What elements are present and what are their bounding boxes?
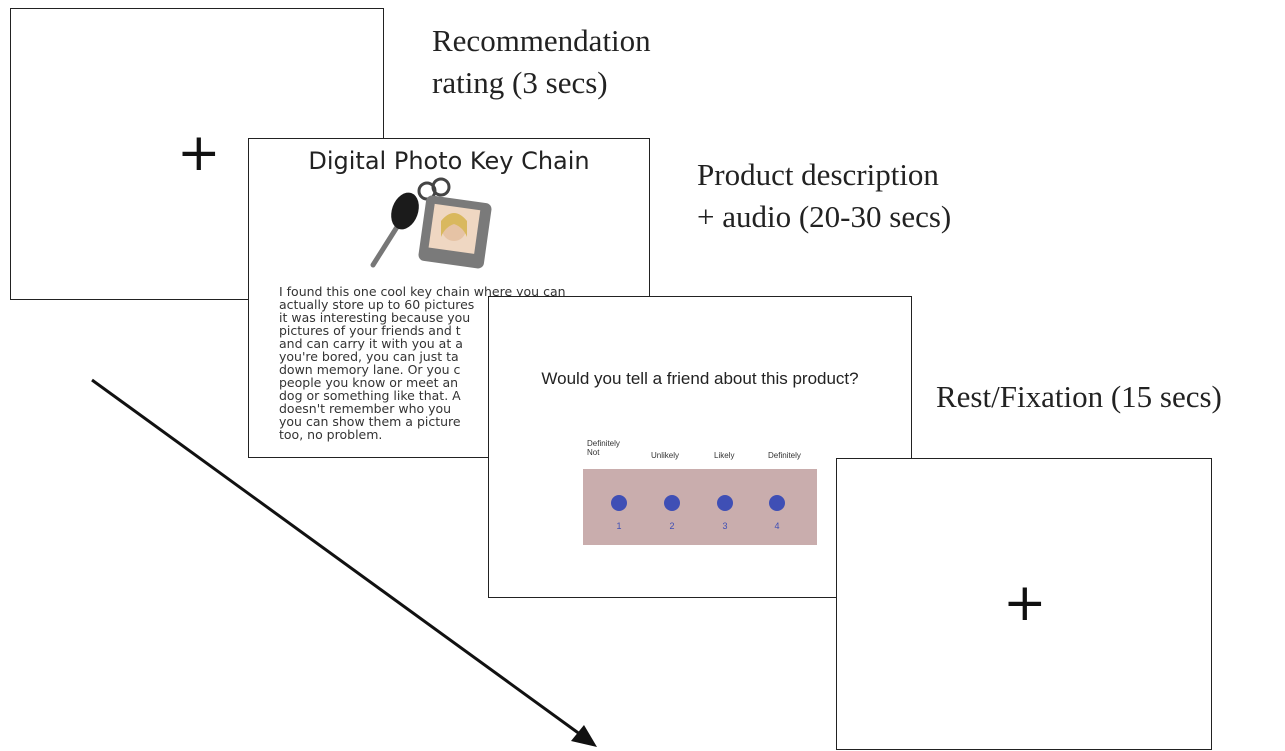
product-text-line: you can show them a picture — [279, 414, 461, 429]
caption-product-line-1: Product description — [697, 157, 939, 192]
product-text-line: it was interesting because you — [279, 310, 471, 325]
rating-scale: 1 2 3 4 — [583, 469, 817, 545]
caption-product-line-2: + audio (20-30 secs) — [697, 199, 952, 234]
caption-product: Product description + audio (20-30 secs) — [697, 154, 951, 238]
scale-label-4: Definitely — [768, 451, 801, 460]
rating-option-3[interactable] — [717, 495, 733, 511]
fixation-screen-2: + — [836, 458, 1212, 750]
rating-number-3: 3 — [722, 521, 728, 531]
product-text-line: dog or something like that. A — [279, 388, 461, 403]
rating-option-4[interactable] — [769, 495, 785, 511]
product-text-line: people you know or meet an — [279, 375, 459, 390]
caption-rest: Rest/Fixation (15 secs) — [936, 379, 1222, 414]
product-text-line: and can carry it with you at a — [279, 336, 463, 351]
fixation-cross-1: + — [177, 123, 221, 183]
rating-number-1: 1 — [616, 521, 622, 531]
product-description-text: I found this one cool key chain where yo… — [279, 285, 629, 441]
product-text-line: I found this one cool key chain where yo… — [279, 284, 566, 299]
scale-label-1: Definitely Not — [587, 439, 620, 457]
product-text-line: you're bored, you can just ta — [279, 349, 459, 364]
product-text-line: doesn't remember who you — [279, 401, 452, 416]
rating-question: Would you tell a friend about this produ… — [541, 369, 859, 388]
scale-label-3: Likely — [714, 451, 735, 460]
product-text-line: actually store up to 60 pictures — [279, 297, 475, 312]
scale-label-2: Unlikely — [651, 451, 680, 460]
caption-recommendation: Recommendation rating (3 secs) — [432, 20, 651, 104]
caption-recommendation-line-2: rating (3 secs) — [432, 65, 608, 100]
fixation-cross-2: + — [1003, 573, 1047, 633]
rating-number-4: 4 — [774, 521, 780, 531]
product-text-line: pictures of your friends and t — [279, 323, 461, 338]
product-text-line: too, no problem. — [279, 427, 383, 442]
rating-number-2: 2 — [669, 521, 675, 531]
rating-option-2[interactable] — [664, 495, 680, 511]
rating-option-1[interactable] — [611, 495, 627, 511]
product-text-line: down memory lane. Or you c — [279, 362, 461, 377]
product-title: Digital Photo Key Chain — [308, 147, 590, 175]
caption-recommendation-line-1: Recommendation — [432, 23, 651, 58]
key-chain-image — [370, 177, 492, 269]
